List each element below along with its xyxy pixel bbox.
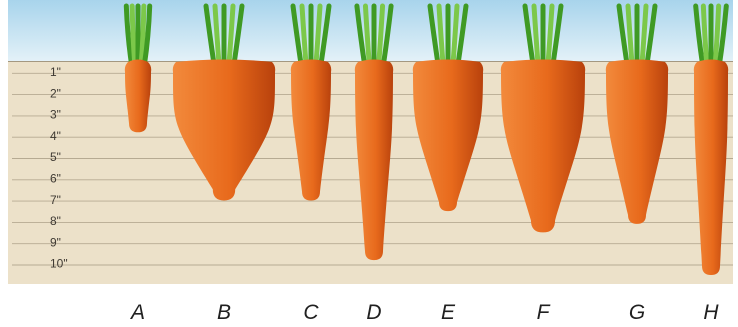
variety-label: C: [303, 301, 319, 324]
depth-label: 2": [50, 86, 61, 100]
carrot-a: [125, 6, 151, 132]
depth-label: 8": [50, 214, 61, 228]
depth-label: 4": [50, 129, 61, 143]
depth-label: 5": [50, 150, 61, 164]
depth-label: 9": [50, 235, 61, 249]
variety-labels: A B C D E F G H: [129, 301, 719, 324]
depth-label: 6": [50, 172, 61, 186]
variety-label: D: [366, 301, 381, 324]
variety-label: B: [217, 301, 231, 324]
variety-label: G: [629, 301, 645, 324]
depth-label: 1": [50, 65, 61, 79]
variety-label: A: [129, 301, 145, 324]
depth-label: 3": [50, 108, 61, 122]
depth-label: 10": [50, 257, 68, 271]
depth-label: 7": [50, 193, 61, 207]
variety-label: H: [703, 301, 719, 324]
variety-label: F: [537, 301, 551, 324]
variety-label: E: [441, 301, 456, 324]
